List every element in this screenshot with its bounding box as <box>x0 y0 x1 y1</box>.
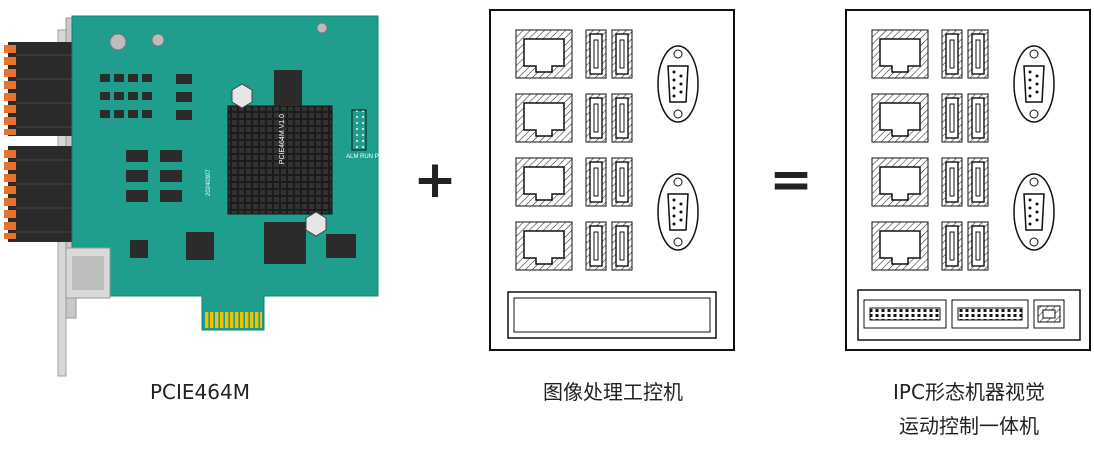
usb-port <box>941 157 963 207</box>
usb-port <box>585 29 607 79</box>
usb-port <box>941 93 963 143</box>
ethernet-port <box>871 157 929 207</box>
result-caption-line2: 运动控制一体机 <box>899 414 1039 438</box>
regulator-chip <box>274 70 302 106</box>
silk-model-text: PCIE464M V1.0 <box>279 114 286 164</box>
ethernet-port <box>515 221 573 271</box>
serial-port <box>1013 45 1055 123</box>
motion-control-panel <box>857 289 1081 341</box>
usb-port <box>585 93 607 143</box>
ethernet-port <box>871 29 929 79</box>
heatsink: PCIE464M V1.0 <box>227 105 333 215</box>
ic-rows <box>100 74 192 258</box>
usb-port <box>611 93 633 143</box>
fpga-chip <box>264 222 306 264</box>
ethernet-port <box>515 157 573 207</box>
ethernet-port <box>871 221 929 271</box>
serial-port <box>657 45 699 123</box>
ipc-caption: 图像处理工控机 <box>543 380 683 404</box>
equals-operator: = <box>769 150 813 210</box>
ipc-illustration <box>489 9 735 351</box>
usb-port <box>967 29 989 79</box>
card-caption: PCIE464M <box>150 380 250 404</box>
gold-fingers <box>204 312 262 328</box>
serial-port <box>1013 173 1055 251</box>
standoffs <box>231 83 327 237</box>
ethernet-port <box>515 29 573 79</box>
usb-port <box>967 157 989 207</box>
usb-port <box>585 157 607 207</box>
silk-led-text: ALM RUN POW <box>346 154 389 160</box>
usb-port <box>967 221 989 271</box>
plus-operator: + <box>413 150 457 210</box>
usb-port <box>611 221 633 271</box>
usb-port <box>611 157 633 207</box>
serial-port <box>657 173 699 251</box>
usb-port <box>941 221 963 271</box>
capacitors <box>109 22 328 51</box>
integrated-controller-illustration <box>845 9 1091 351</box>
usb-port <box>585 221 607 271</box>
terminal-blocks <box>4 42 78 242</box>
pcie-card-illustration: PCIE464M V1.0 AL <box>4 15 389 377</box>
usb-port <box>611 29 633 79</box>
pin-header <box>351 109 367 151</box>
expansion-slot-inner <box>513 297 711 333</box>
usb-port <box>967 93 989 143</box>
usb-port <box>941 29 963 79</box>
ethernet-port <box>515 93 573 143</box>
ethernet-jack <box>65 247 111 299</box>
silk-date-text: 20240307 <box>206 169 212 196</box>
result-caption-line1: IPC形态机器视觉 <box>893 380 1045 404</box>
mcu-chip <box>186 232 214 260</box>
ethernet-port <box>871 93 929 143</box>
dip-switch <box>326 234 356 258</box>
